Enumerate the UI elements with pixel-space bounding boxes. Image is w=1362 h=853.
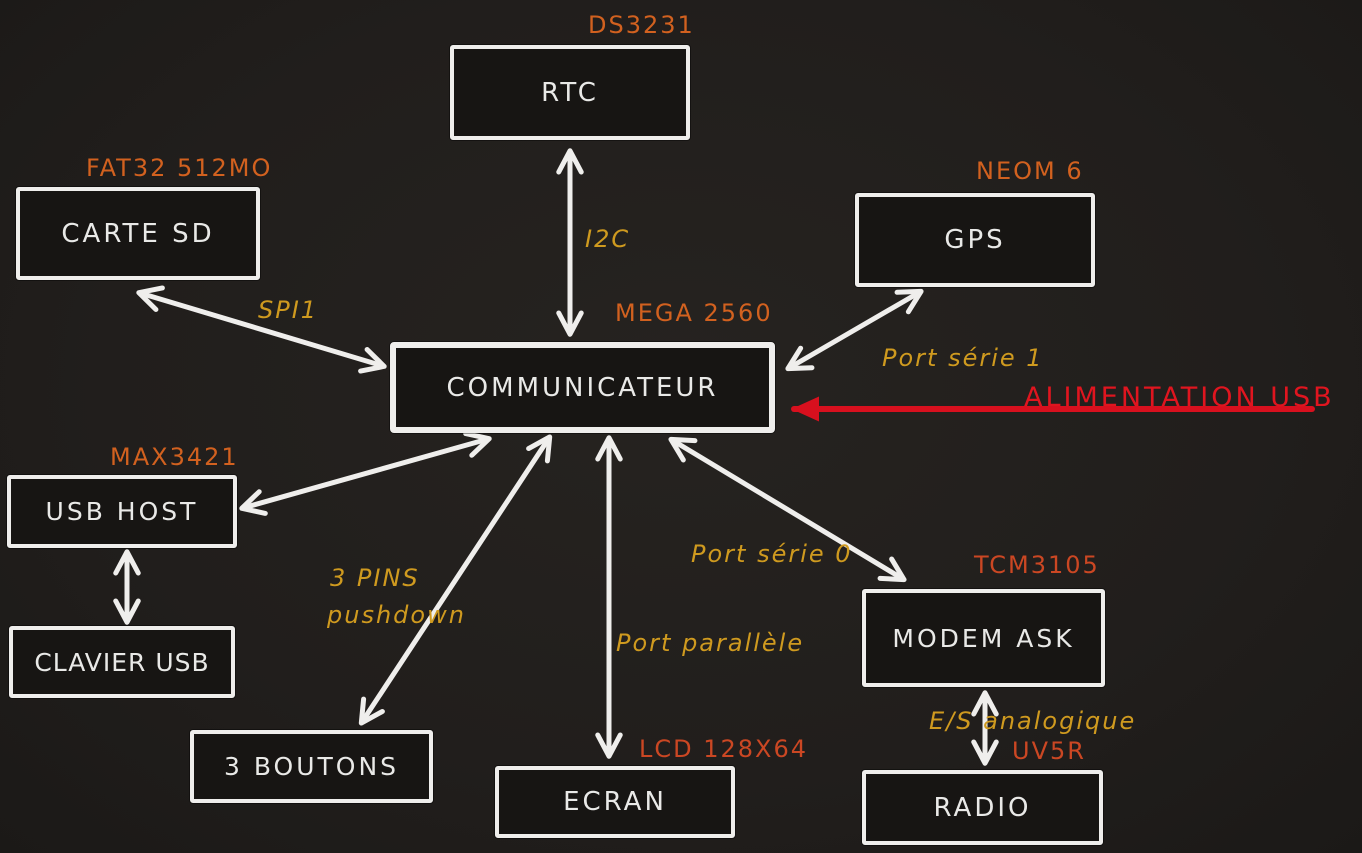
edge-gps-communicateur: [785, 288, 924, 372]
bus-label-port-serie-1: Port série 1: [882, 344, 1044, 372]
chip-label-fat32-512mo: FAT32 512MO: [86, 154, 273, 182]
node-clavier-usb-label: CLAVIER USB: [34, 647, 210, 677]
node-gps-label: GPS: [944, 225, 1006, 255]
bus-label-spi1: SPI1: [258, 296, 319, 324]
edge-modem-communicateur: [668, 436, 907, 583]
bus-label-3-pins: 3 PINS: [330, 564, 420, 592]
node-modem-ask: MODEM ASK: [862, 589, 1105, 687]
node-gps: GPS: [855, 193, 1095, 287]
edge-usbhost-communicateur: [239, 431, 492, 516]
node-communicateur-label: COMMUNICATEUR: [446, 372, 719, 403]
node-modem-ask-label: MODEM ASK: [892, 623, 1075, 653]
node-ecran-label: ECRAN: [563, 787, 667, 817]
chip-label-lcd-128x64: LCD 128X64: [639, 735, 809, 763]
chip-label-tcm3105: TCM3105: [974, 551, 1100, 579]
node-rtc: RTC: [450, 45, 690, 140]
node-clavier-usb: CLAVIER USB: [9, 626, 235, 698]
node-radio-label: RADIO: [933, 792, 1032, 823]
edge-cartesd-communicateur: [136, 285, 387, 374]
chip-label-uv5r: UV5R: [1012, 737, 1086, 765]
chip-label-mega2560: MEGA 2560: [615, 299, 773, 327]
bus-label-port-serie-0: Port série 0: [691, 540, 853, 568]
node-usb-host-label: USB HOST: [45, 497, 199, 526]
node-rtc-label: RTC: [541, 77, 599, 108]
node-carte-sd-label: CARTE SD: [61, 218, 215, 249]
edge-boutons-communicateur: [358, 434, 553, 726]
bus-label-i2c: I2C: [585, 225, 631, 253]
chip-label-max3421: MAX3421: [110, 443, 239, 471]
chip-label-ds3231: DS3231: [588, 11, 695, 39]
power-label-alimentation-usb: ALIMENTATION USB: [1024, 382, 1335, 413]
node-3-boutons-label: 3 BOUTONS: [223, 752, 400, 781]
bus-label-pushdown: pushdown: [327, 601, 466, 629]
node-communicateur: COMMUNICATEUR: [390, 342, 775, 433]
node-usb-host: USB HOST: [7, 475, 237, 548]
bus-label-port-parallele: Port parallèle: [616, 629, 805, 657]
node-ecran: ECRAN: [495, 766, 735, 838]
node-carte-sd: CARTE SD: [16, 187, 260, 280]
chip-label-neom6: NEOM 6: [976, 157, 1084, 185]
node-3-boutons: 3 BOUTONS: [190, 730, 433, 803]
node-radio: RADIO: [862, 770, 1103, 845]
bus-label-es-analogique: E/S analogique: [929, 707, 1137, 735]
